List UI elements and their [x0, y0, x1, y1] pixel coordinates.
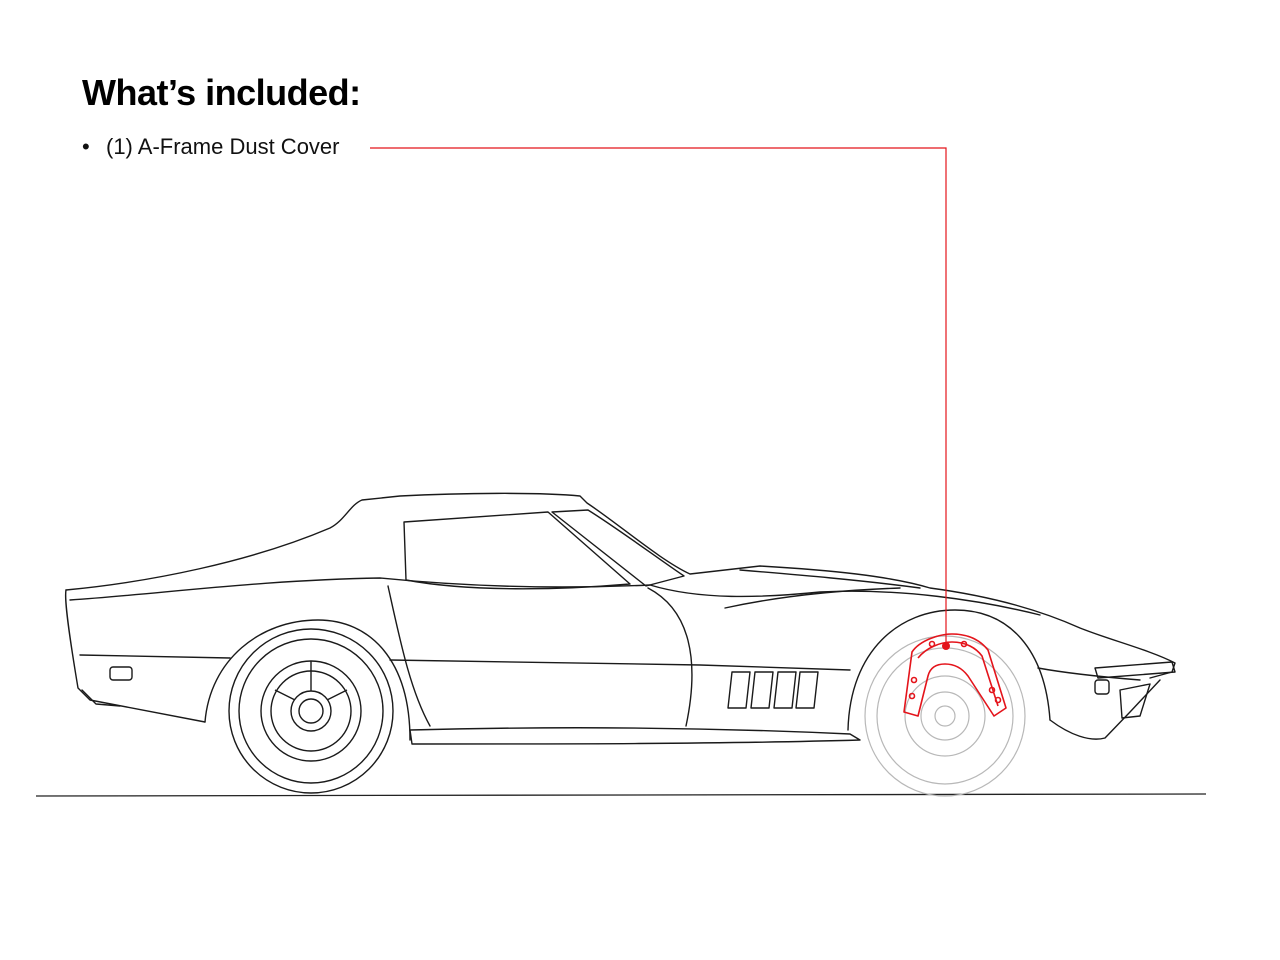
hood-line: [724, 569, 921, 609]
front-wheel-arch: [847, 609, 1051, 731]
car-rear: [64, 589, 206, 723]
car-outline: [64, 492, 1176, 745]
rear-marker-light: [109, 666, 133, 681]
door-line: [387, 585, 693, 727]
included-list: • (1) A-Frame Dust Cover: [82, 132, 340, 162]
side-window: [403, 511, 631, 590]
rear-wheel-arch: [204, 619, 411, 741]
list-bullet: •: [82, 134, 90, 159]
callout-leader: [370, 147, 950, 650]
list-item-label: (1) A-Frame Dust Cover: [106, 134, 340, 159]
car-body-top: [65, 492, 1176, 679]
front-marker-light: [1094, 679, 1110, 695]
ground-line: [35, 793, 1207, 797]
front-valance: [1049, 679, 1161, 740]
rear-lip: [81, 689, 121, 707]
side-vents: [727, 671, 819, 709]
car-shoulder-line: [69, 577, 1041, 616]
front-wheel: [864, 635, 1026, 797]
a-frame-dust-cover: [903, 633, 1007, 717]
rear-wheel: [228, 628, 394, 794]
car-rocker: [409, 726, 861, 745]
car-lower-side: [79, 654, 1141, 681]
front-bumper: [1094, 661, 1176, 679]
page-title: What’s included:: [82, 72, 361, 113]
callout-dot: [942, 642, 950, 650]
windshield: [551, 509, 685, 587]
list-item: • (1) A-Frame Dust Cover: [82, 132, 340, 162]
front-grille: [1119, 683, 1151, 719]
